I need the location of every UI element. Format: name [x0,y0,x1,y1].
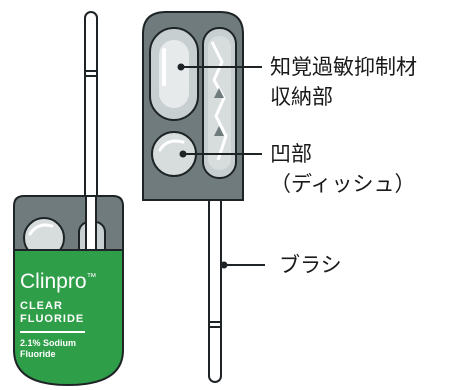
brush-label: ブラシ [279,250,342,280]
spec-line-1: 2.1% Sodium [20,338,77,348]
dimple-label-line-2: （ディッシュ） [270,172,416,196]
brush-label-text: ブラシ [279,253,342,277]
reservoir-label: 知覚過敏抑制材 収納部 [270,52,417,112]
packaged-applicator [13,11,124,387]
product-line-2: FLUORIDE [20,313,85,325]
package-product-name: CLEAR FLUORIDE [20,300,84,326]
reservoir-label-line-1: 知覚過敏抑制材 [270,55,417,79]
package-label [13,249,124,387]
brush-stick [208,195,222,383]
brand-tm: ™ [86,272,97,283]
dimple-label: 凹部 （ディッシュ） [270,139,416,199]
reservoir-label-line-2: 収納部 [270,85,333,109]
dimple-label-line-1: 凹部 [270,142,312,166]
brand-name: Clinpro [20,270,87,293]
package-divider [20,331,85,333]
leader-lines [177,63,265,269]
product-line-1: CLEAR [20,300,63,312]
applicator-unit [142,11,244,383]
package-brand: Clinpro™ [20,270,97,294]
package-spec: 2.1% Sodium Fluoride [20,338,76,360]
spec-line-2: Fluoride [20,349,56,359]
